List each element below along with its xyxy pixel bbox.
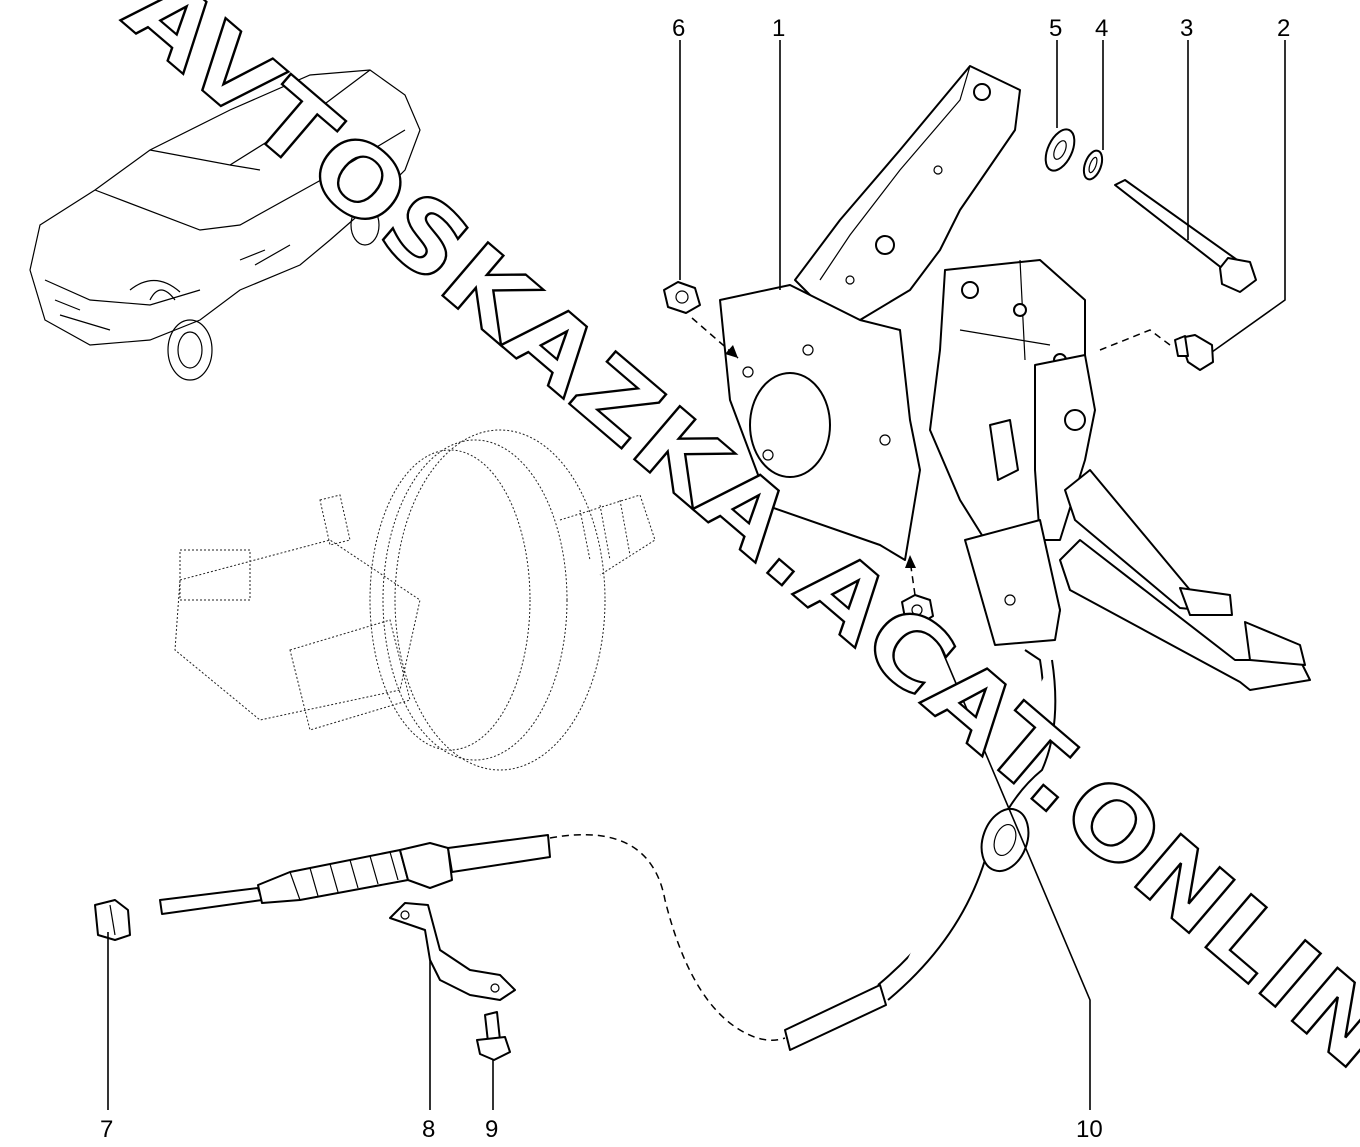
callout-6: 6	[672, 15, 685, 42]
callout-1: 1	[772, 15, 785, 42]
part-2-bolt	[1174, 334, 1214, 371]
part-3-bolt	[1114, 179, 1257, 293]
brake-booster-illustration	[174, 429, 656, 771]
clutch-cable	[159, 649, 1057, 1051]
part-6-nut	[663, 281, 701, 314]
callout-8: 8	[422, 1116, 435, 1143]
part-5-washer	[1044, 128, 1076, 172]
part-8-bracket	[389, 902, 516, 1001]
callout-5: 5	[1049, 15, 1062, 42]
callout-10: 10	[1076, 1116, 1103, 1143]
callout-7: 7	[100, 1116, 113, 1143]
car-illustration	[29, 69, 421, 381]
part-9-screw	[476, 1011, 511, 1061]
pedal-bracket-assembly	[719, 65, 1311, 691]
callout-4: 4	[1095, 15, 1108, 42]
callout-3: 3	[1180, 15, 1193, 42]
part-7-clip	[94, 899, 131, 941]
part-4-washer	[1082, 149, 1104, 181]
callout-9: 9	[485, 1116, 498, 1143]
leader-lines	[107, 40, 1286, 1110]
callout-2: 2	[1277, 15, 1290, 42]
assembly-arrows	[691, 317, 1171, 596]
callout-numbers: 1 2 3 4 5 6 7 8 9 10	[100, 15, 1290, 1143]
